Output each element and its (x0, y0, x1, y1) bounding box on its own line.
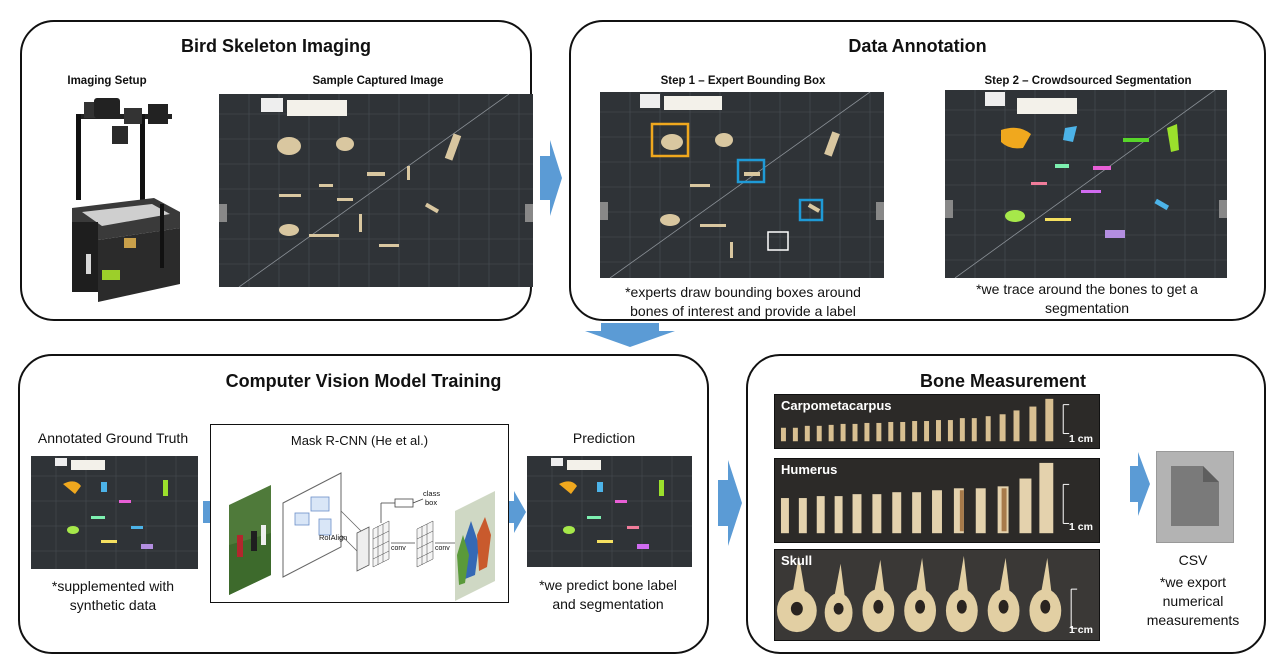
gt-caption-line2: synthetic data (69, 597, 157, 613)
box-label: box (425, 498, 438, 507)
sample-image-label: Sample Captured Image (312, 75, 444, 87)
step2-caption-line2: segmentation (1044, 300, 1130, 316)
humerus-scale: 1 cm (1069, 521, 1093, 533)
conv2-label: conv (435, 545, 450, 552)
carpometacarpus-scale: 1 cm (1069, 433, 1093, 445)
ground-truth-label: Annotated Ground Truth (37, 430, 189, 446)
arrow-imaging-to-annotation (540, 140, 562, 216)
carpometacarpus-label: Carpometacarpus (781, 398, 892, 413)
measurement-panel: Bone Measurement Carpometacarpus 1 cm (746, 354, 1266, 654)
step2-caption-line1: *we trace around the bones to get a (976, 281, 1198, 297)
csv-caption-line3: measurements (1146, 612, 1240, 628)
pred-caption-line2: and segmentation (552, 596, 664, 612)
sample-captured-image (219, 94, 533, 287)
mask-rcnn-diagram: Mask R-CNN (He et al.) (210, 424, 509, 603)
imaging-panel: Bird Skeleton Imaging Imaging Setup Samp… (20, 20, 533, 321)
csv-caption-line2: numerical (1162, 593, 1224, 609)
skull-scale: 1 cm (1069, 624, 1093, 636)
annotation-panel: Data Annotation Step 1 – Expert Bounding… (569, 20, 1266, 321)
prediction-image (527, 456, 692, 567)
humerus-strip: Humerus 1 cm (774, 458, 1100, 543)
skull-label: Skull (781, 553, 813, 568)
csv-caption-line1: *we export (1159, 574, 1227, 590)
mask-rcnn-label: Mask R-CNN (He et al.) (290, 433, 429, 448)
arrow-strips-to-csv (1130, 452, 1150, 516)
carpometacarpus-strip: Carpometacarpus 1 cm (774, 394, 1100, 449)
skull-strip: Skull 1 cm (774, 549, 1100, 641)
annotation-title: Data Annotation (848, 36, 987, 56)
prediction-label: Prediction (572, 430, 636, 446)
measurement-title: Bone Measurement (919, 371, 1087, 391)
imaging-rig-image (72, 98, 180, 302)
arrow-training-to-measurement (718, 460, 742, 546)
pred-caption-line1: *we predict bone label (539, 577, 677, 593)
step1-caption-line1: *experts draw bounding boxes around (625, 284, 861, 300)
imaging-title: Bird Skeleton Imaging (180, 36, 372, 56)
step1-bbox-image (600, 92, 884, 278)
step2-segmentation-image (945, 90, 1227, 278)
csv-file-image (1156, 451, 1234, 543)
ground-truth-image (31, 456, 198, 569)
roialign-label: RoIAlign (319, 533, 348, 542)
gt-caption-line1: *supplemented with (51, 578, 175, 594)
training-panel: Computer Vision Model Training Annotated… (18, 354, 709, 654)
step1-label: Step 1 – Expert Bounding Box (660, 75, 826, 87)
document-icon (1171, 466, 1219, 526)
step1-caption-line2: bones of interest and provide a label (630, 303, 856, 319)
class-label: class (423, 489, 441, 498)
training-title: Computer Vision Model Training (225, 371, 502, 391)
conv1-label: conv (391, 545, 406, 552)
mask-rcnn-architecture (229, 472, 495, 601)
step2-label: Step 2 – Crowdsourced Segmentation (984, 75, 1192, 87)
imaging-setup-label: Imaging Setup (67, 75, 147, 87)
csv-label: CSV (1178, 552, 1208, 568)
arrow-annotation-to-training (585, 323, 675, 347)
arrow-model-to-prediction (504, 491, 526, 533)
humerus-label: Humerus (781, 462, 838, 477)
